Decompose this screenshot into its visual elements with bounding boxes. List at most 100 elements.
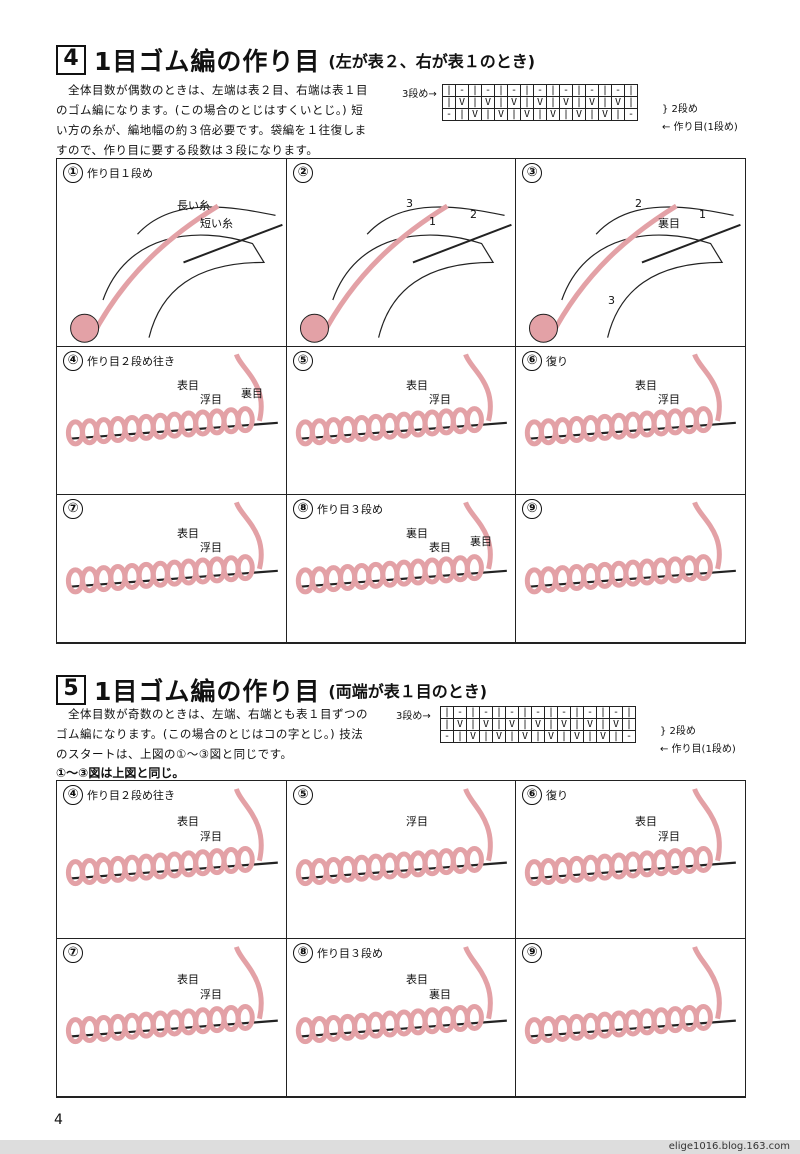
- section4-number: 4: [56, 45, 86, 75]
- knitting-illustration: [528, 203, 741, 343]
- step-number: ⑨: [522, 943, 542, 963]
- stitch-label: 3: [406, 197, 413, 210]
- knitting-illustration: [524, 501, 736, 595]
- yarn-strand: [463, 501, 493, 570]
- needle: [527, 421, 736, 440]
- yarn-strand: [692, 501, 722, 570]
- stitch-label: 浮目: [658, 830, 680, 843]
- yarn-strand: [548, 203, 678, 339]
- yarn-strand: [463, 353, 493, 422]
- stitch-label: 表目: [429, 541, 451, 554]
- section4-subtitle: (左が表２、右が表１のとき): [328, 52, 536, 71]
- needle: [298, 421, 507, 440]
- knitting-illustration: [65, 787, 278, 887]
- needle: [298, 1019, 507, 1038]
- desc-line: のスタートは、上図の①〜③図と同じです。: [56, 747, 293, 761]
- finger-outline: [366, 206, 505, 235]
- footer-url: elige1016.blog.163.com: [668, 1141, 790, 1152]
- knitting-illustration: [295, 787, 507, 887]
- step-caption: 作り目１段め: [87, 167, 153, 180]
- step-number: ⑤: [293, 351, 313, 371]
- step-caption: 作り目２段め往き: [87, 789, 175, 802]
- stitch-label: 表目: [406, 973, 428, 986]
- chart5-row1-label: ← 作り目(1段め): [660, 744, 736, 755]
- yarn-ball: [70, 313, 100, 343]
- knitting-illustration: [524, 945, 736, 1045]
- step-number: ③: [522, 163, 542, 183]
- stitch-label: 浮目: [429, 393, 451, 406]
- chart4-row3-label: 3段め→: [402, 89, 437, 100]
- yarn-strand: [234, 787, 264, 862]
- step-caption: 復り: [546, 789, 568, 802]
- step-caption: 復り: [546, 355, 568, 368]
- hand-outline: [102, 234, 266, 338]
- needle: [183, 223, 283, 264]
- desc-line: い方の糸が、編地幅の約３倍必要です。袋編を１往復しま: [56, 123, 367, 137]
- needle: [527, 569, 736, 588]
- chart4-row1-label: ← 作り目(1段め): [662, 122, 738, 133]
- stitch-label: 裏目: [241, 387, 263, 400]
- footer-bar: [0, 1140, 800, 1154]
- step-number: ①: [63, 163, 83, 183]
- needle: [527, 1019, 736, 1038]
- yarn-strand: [692, 353, 722, 422]
- step-number: ⑥: [522, 351, 542, 371]
- yarn-strand: [463, 945, 493, 1020]
- hand-outline: [332, 234, 495, 338]
- stitch-label: 2: [470, 208, 477, 221]
- knitting-illustration: [524, 353, 736, 447]
- knitting-illustration: [524, 787, 736, 887]
- stitch-label: 短い糸: [200, 217, 233, 230]
- desc-line: すので、作り目に要する段数は３段になります。: [56, 143, 319, 157]
- knitting-illustration: [65, 353, 278, 447]
- stitch-label: 表目: [177, 379, 199, 392]
- knitting-illustration: [295, 945, 507, 1045]
- stitch-label: 裏目: [429, 988, 451, 1001]
- stitch-label: 浮目: [658, 393, 680, 406]
- stitch-label: 裏目: [658, 217, 680, 230]
- stitch-label: 浮目: [200, 988, 222, 1001]
- yarn-strand: [463, 787, 493, 862]
- needle: [68, 1019, 278, 1038]
- stitch-label: 浮目: [200, 830, 222, 843]
- needle: [412, 223, 512, 264]
- stitch-loop: [235, 845, 255, 873]
- section5-title: 1目ゴム編の作り目: [94, 677, 321, 706]
- stitch-label: 2: [635, 197, 642, 210]
- finger-outline: [595, 206, 734, 235]
- section5-note: ①〜③図は上図と同じ。: [56, 766, 185, 780]
- step-number: ⑦: [63, 943, 83, 963]
- stitch-label: 表目: [177, 527, 199, 540]
- stitch-loop: [693, 1003, 713, 1031]
- yarn-ball: [528, 313, 558, 343]
- yarn-strand: [234, 501, 264, 570]
- knitting-illustration: [295, 353, 507, 447]
- stitch-loop: [464, 406, 484, 434]
- step-number: ⑧: [293, 499, 313, 519]
- needle: [527, 861, 736, 880]
- step-caption: 作り目３段め: [317, 947, 383, 960]
- diagram-cell: ⑨: [516, 495, 745, 643]
- knitting-illustration: [65, 501, 278, 595]
- stitch-loop: [693, 845, 713, 873]
- stitch-label: 3: [608, 294, 615, 307]
- stitch-loop: [464, 554, 484, 582]
- stitch-label: 浮目: [200, 541, 222, 554]
- stitch-label: 浮目: [406, 815, 428, 828]
- needle: [298, 861, 507, 880]
- knitting-illustration: [299, 203, 512, 343]
- yarn-strand: [234, 945, 264, 1020]
- section5-heading: 5 1目ゴム編の作り目 (両端が表１目のとき): [56, 672, 487, 708]
- knitting-illustration: [70, 203, 283, 343]
- stitch-loop: [693, 554, 713, 582]
- section5-stitch-chart: |-|-|-|-|-|-|-||V|V|V|V|V|V|V|-|V|V|V|V|…: [440, 706, 636, 743]
- step-caption: 作り目３段め: [317, 503, 383, 516]
